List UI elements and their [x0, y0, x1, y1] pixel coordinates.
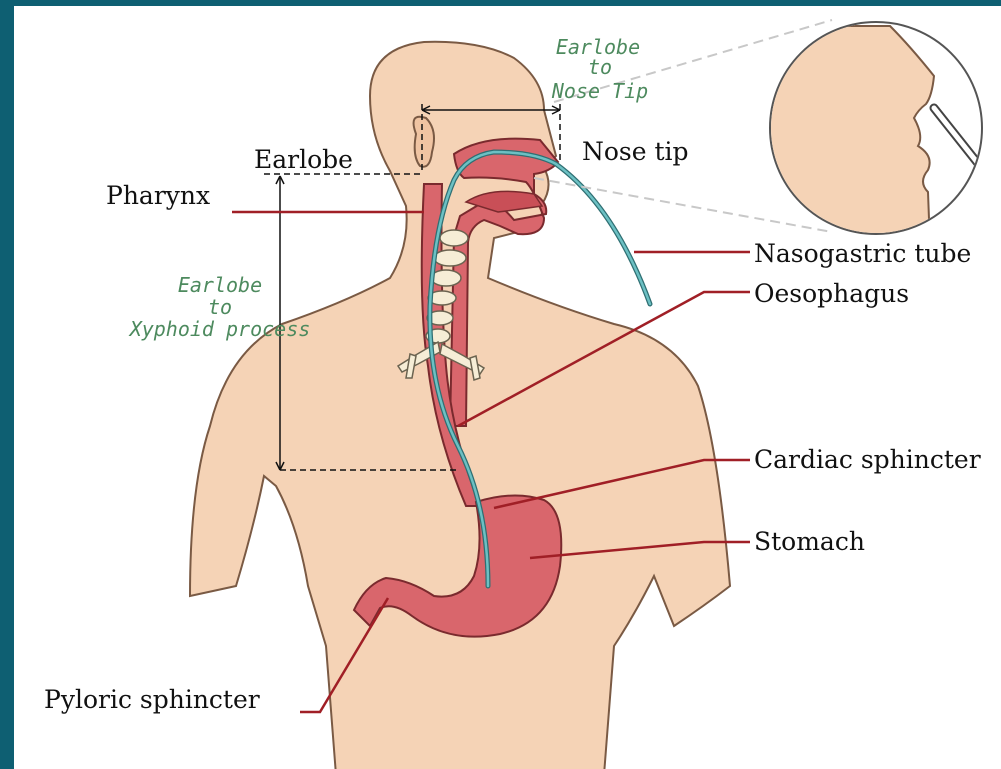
- measure-earlobe-xyphoid-line-2: to: [208, 295, 232, 319]
- label-earlobe: Earlobe: [254, 145, 353, 174]
- label-pharynx: Pharynx: [106, 181, 210, 210]
- measure-earlobe-xyphoid-line-1: Earlobe: [178, 273, 262, 297]
- label-nose-tip: Nose tip: [582, 137, 689, 166]
- measure-earlobe-xyphoid-line-3: Xyphoid process: [128, 317, 311, 341]
- diagram-panel: Earlobe Nose tip Pharynx Nasogastric tub…: [14, 6, 1001, 769]
- label-stomach: Stomach: [754, 527, 865, 556]
- nasogastric-tube-diagram: Earlobe Nose tip Pharynx Nasogastric tub…: [14, 6, 1001, 769]
- label-nasogastric-tube: Nasogastric tube: [754, 239, 971, 268]
- label-pyloric-sphincter: Pyloric sphincter: [44, 685, 260, 714]
- label-cardiac-sphincter: Cardiac sphincter: [754, 445, 981, 474]
- measure-earlobe-nose-line-2: to: [588, 55, 612, 79]
- label-oesophagus: Oesophagus: [754, 279, 909, 308]
- measure-earlobe-nose-line-3: Nose Tip: [551, 79, 648, 103]
- ear: [414, 117, 434, 167]
